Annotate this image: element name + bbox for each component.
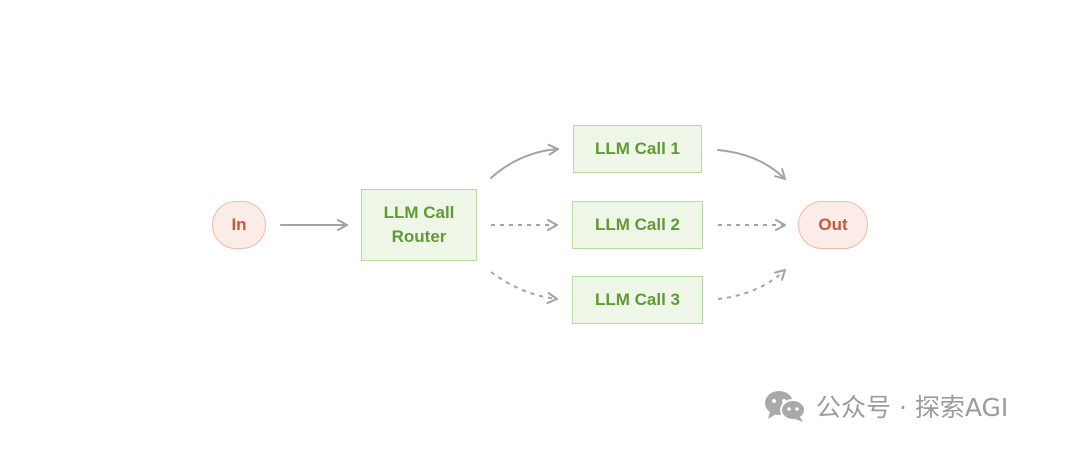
- llm-call-3-node: LLM Call 3: [572, 276, 703, 324]
- wechat-icon: [765, 391, 806, 422]
- llm-call-3-label: LLM Call 3: [594, 290, 680, 309]
- output-node-label: Out: [818, 215, 848, 234]
- arrow-router-to-call-3: [490, 271, 558, 304]
- arrow-call-3-to-out: [717, 269, 786, 300]
- llm-call-1-label: LLM Call 1: [594, 139, 680, 158]
- watermark-text: 公众号 · 探索AGI: [816, 393, 1009, 422]
- llm-call-2-node: LLM Call 2: [572, 201, 703, 249]
- arrow-router-to-call-1: [490, 143, 559, 179]
- input-node: In: [212, 201, 266, 249]
- output-node: Out: [798, 201, 868, 249]
- router-node-label: LLM Call Router: [383, 203, 455, 246]
- input-node-label: In: [231, 215, 247, 234]
- router-node: LLM Call Router: [361, 189, 477, 261]
- watermark: 公众号 · 探索AGI: [764, 388, 1008, 424]
- llm-call-2-label: LLM Call 2: [594, 215, 680, 234]
- llm-call-1-node: LLM Call 1: [573, 125, 702, 173]
- arrow-call-1-to-out: [717, 149, 786, 180]
